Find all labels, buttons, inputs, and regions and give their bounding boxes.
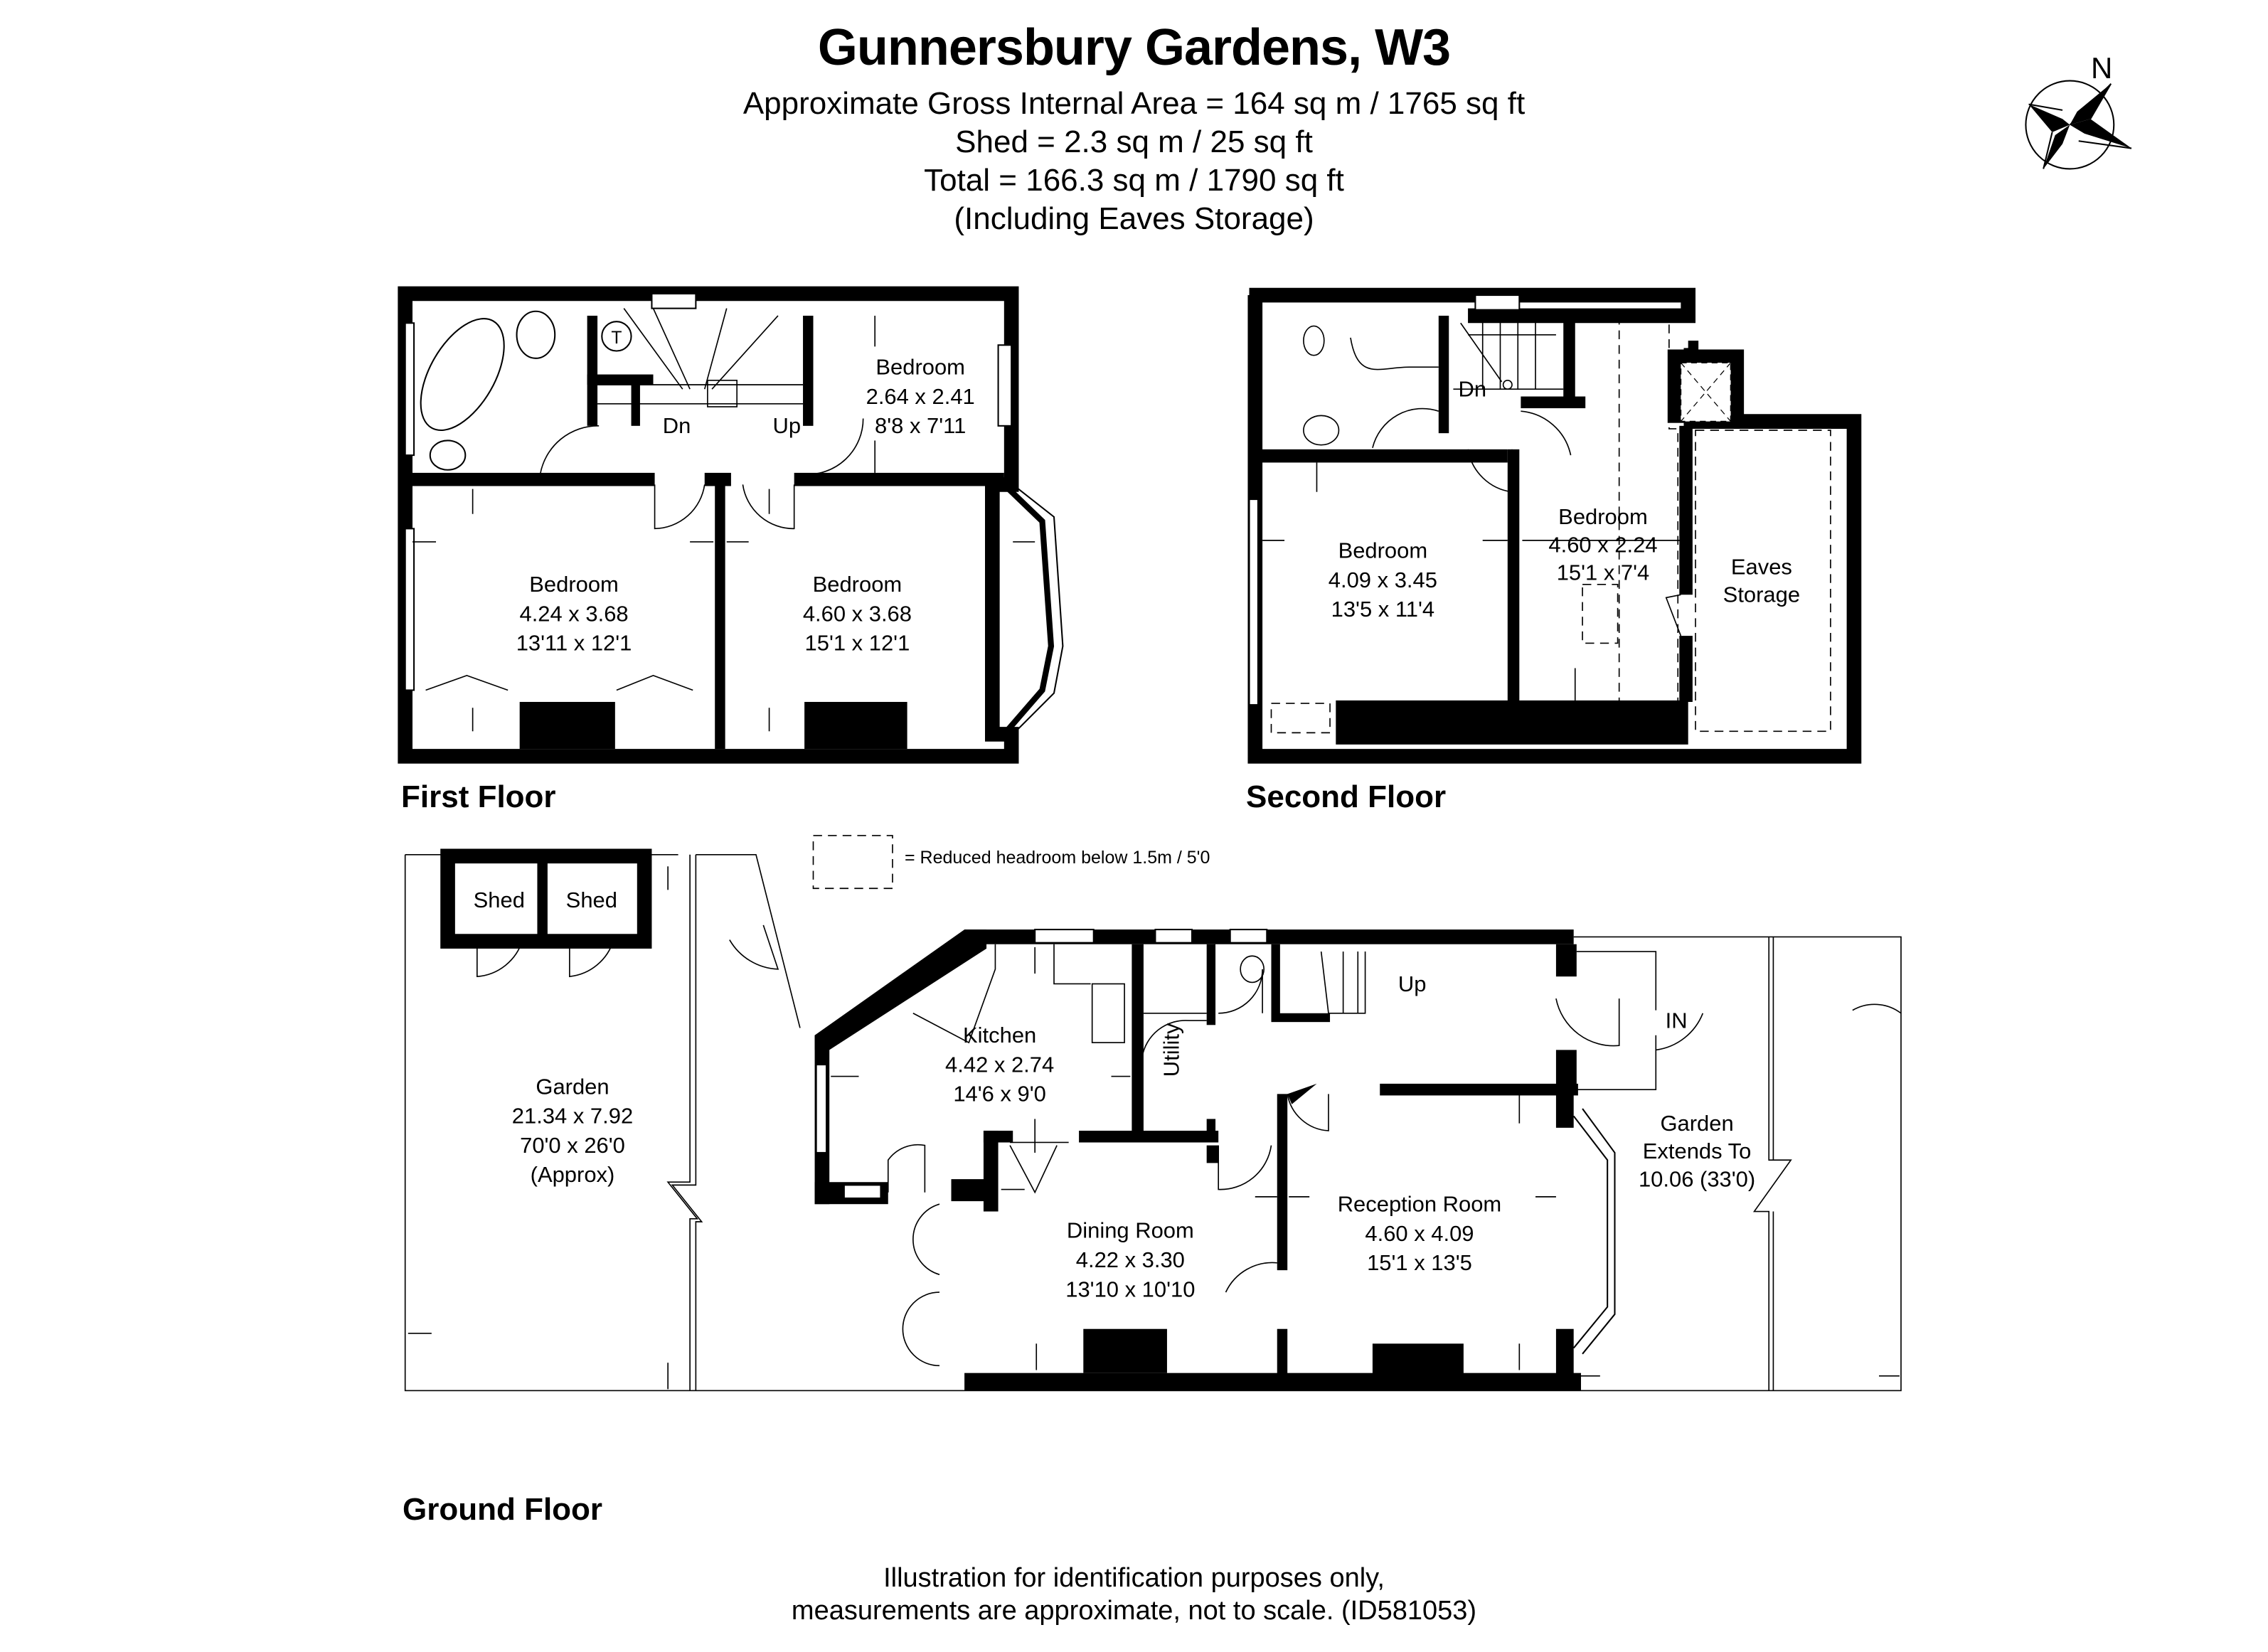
utility-label: Utility <box>1159 1023 1183 1077</box>
ground-floor-plan: Shed Shed <box>404 848 1902 1392</box>
second-floor-plan: Bedroom 4.09 x 3.45 13'5 x 11'4 Bedroom … <box>1247 287 1862 764</box>
second-bedroom-left-name: Bedroom <box>1338 538 1428 563</box>
kitchen-metric: 4.42 x 2.74 <box>945 1052 1054 1077</box>
first-floor-plan: Bedroom 2.64 x 2.41 8'8 x 7'11 Bedroom 4… <box>398 286 1064 764</box>
kitchen-imperial: 14'6 x 9'0 <box>953 1082 1046 1107</box>
eaves-storage-name: Eaves <box>1731 554 1792 579</box>
first-floor-label: First Floor <box>401 779 556 814</box>
first-bedroom-small-metric: 2.64 x 2.41 <box>866 384 975 409</box>
property-title: Gunnersbury Gardens, W3 <box>817 19 1451 76</box>
gross-area-text: Approximate Gross Internal Area = 164 sq… <box>742 86 1526 121</box>
compass-rose-icon <box>2025 80 2132 170</box>
first-bedroom-right-metric: 4.60 x 3.68 <box>803 601 912 626</box>
first-bedroom-left-name: Bedroom <box>529 572 619 597</box>
first-stairs-down-label: Dn <box>663 413 691 438</box>
first-bedroom-left-metric: 4.24 x 3.68 <box>519 601 628 626</box>
second-bedroom-left-imperial: 13'5 x 11'4 <box>1331 597 1434 622</box>
total-area-text: Total = 166.3 sq m / 1790 sq ft <box>924 163 1344 198</box>
kitchen-name: Kitchen <box>963 1023 1036 1048</box>
front-garden-line3: 10.06 (33'0) <box>1639 1166 1755 1191</box>
first-bedroom-right-name: Bedroom <box>813 572 903 597</box>
shed-area-text: Shed = 2.3 sq m / 25 sq ft <box>955 124 1313 159</box>
first-stairs-up-label: Up <box>773 413 802 438</box>
ground-floor-label: Ground Floor <box>403 1492 603 1527</box>
second-stairs-down-label: Dn <box>1458 377 1486 402</box>
garden-name: Garden <box>536 1074 609 1099</box>
front-garden-line2: Extends To <box>1643 1139 1752 1163</box>
second-bedroom-right-imperial: 15'1 x 7'4 <box>1557 560 1650 585</box>
north-label: N <box>2091 51 2113 85</box>
dining-room-name: Dining Room <box>1067 1218 1194 1243</box>
dashed-box-icon <box>812 835 893 890</box>
legend-text: = Reduced headroom below 1.5m / 5'0 <box>905 848 1210 868</box>
first-bedroom-left-imperial: 13'11 x 12'1 <box>516 631 632 656</box>
second-bedroom-left-metric: 4.09 x 3.45 <box>1329 567 1437 592</box>
shed-right-label: Shed <box>566 888 617 912</box>
dining-room-imperial: 13'10 x 10'10 <box>1065 1277 1195 1301</box>
reception-room-name: Reception Room <box>1338 1192 1502 1217</box>
garden-metric: 21.34 x 7.92 <box>512 1104 633 1129</box>
eaves-storage-label: Storage <box>1723 582 1800 607</box>
second-bedroom-right-name: Bedroom <box>1558 504 1648 529</box>
first-bedroom-small-imperial: 8'8 x 7'11 <box>875 413 966 438</box>
ground-stairs-up-label: Up <box>1398 971 1427 996</box>
dining-room-metric: 4.22 x 3.30 <box>1076 1247 1185 1272</box>
second-bedroom-right-metric: 4.60 x 2.24 <box>1548 532 1657 557</box>
entrance-label: IN <box>1666 1008 1688 1033</box>
disclaimer-line-2: measurements are approximate, not to sca… <box>791 1596 1477 1626</box>
shed-left-label: Shed <box>474 888 525 912</box>
front-garden-name: Garden <box>1660 1111 1733 1136</box>
first-bedroom-small-name: Bedroom <box>875 355 965 380</box>
reception-room-imperial: 15'1 x 13'5 <box>1367 1250 1472 1275</box>
garden-note: (Approx) <box>531 1162 615 1187</box>
reception-room-metric: 4.60 x 4.09 <box>1365 1221 1474 1246</box>
garden-imperial: 70'0 x 26'0 <box>520 1133 625 1158</box>
water-tank-label: T <box>611 329 622 348</box>
area-note-text: (Including Eaves Storage) <box>954 201 1314 236</box>
first-bedroom-right-imperial: 15'1 x 12'1 <box>805 631 910 656</box>
disclaimer-line-1: Illustration for identification purposes… <box>883 1563 1385 1593</box>
second-floor-label: Second Floor <box>1246 779 1447 814</box>
